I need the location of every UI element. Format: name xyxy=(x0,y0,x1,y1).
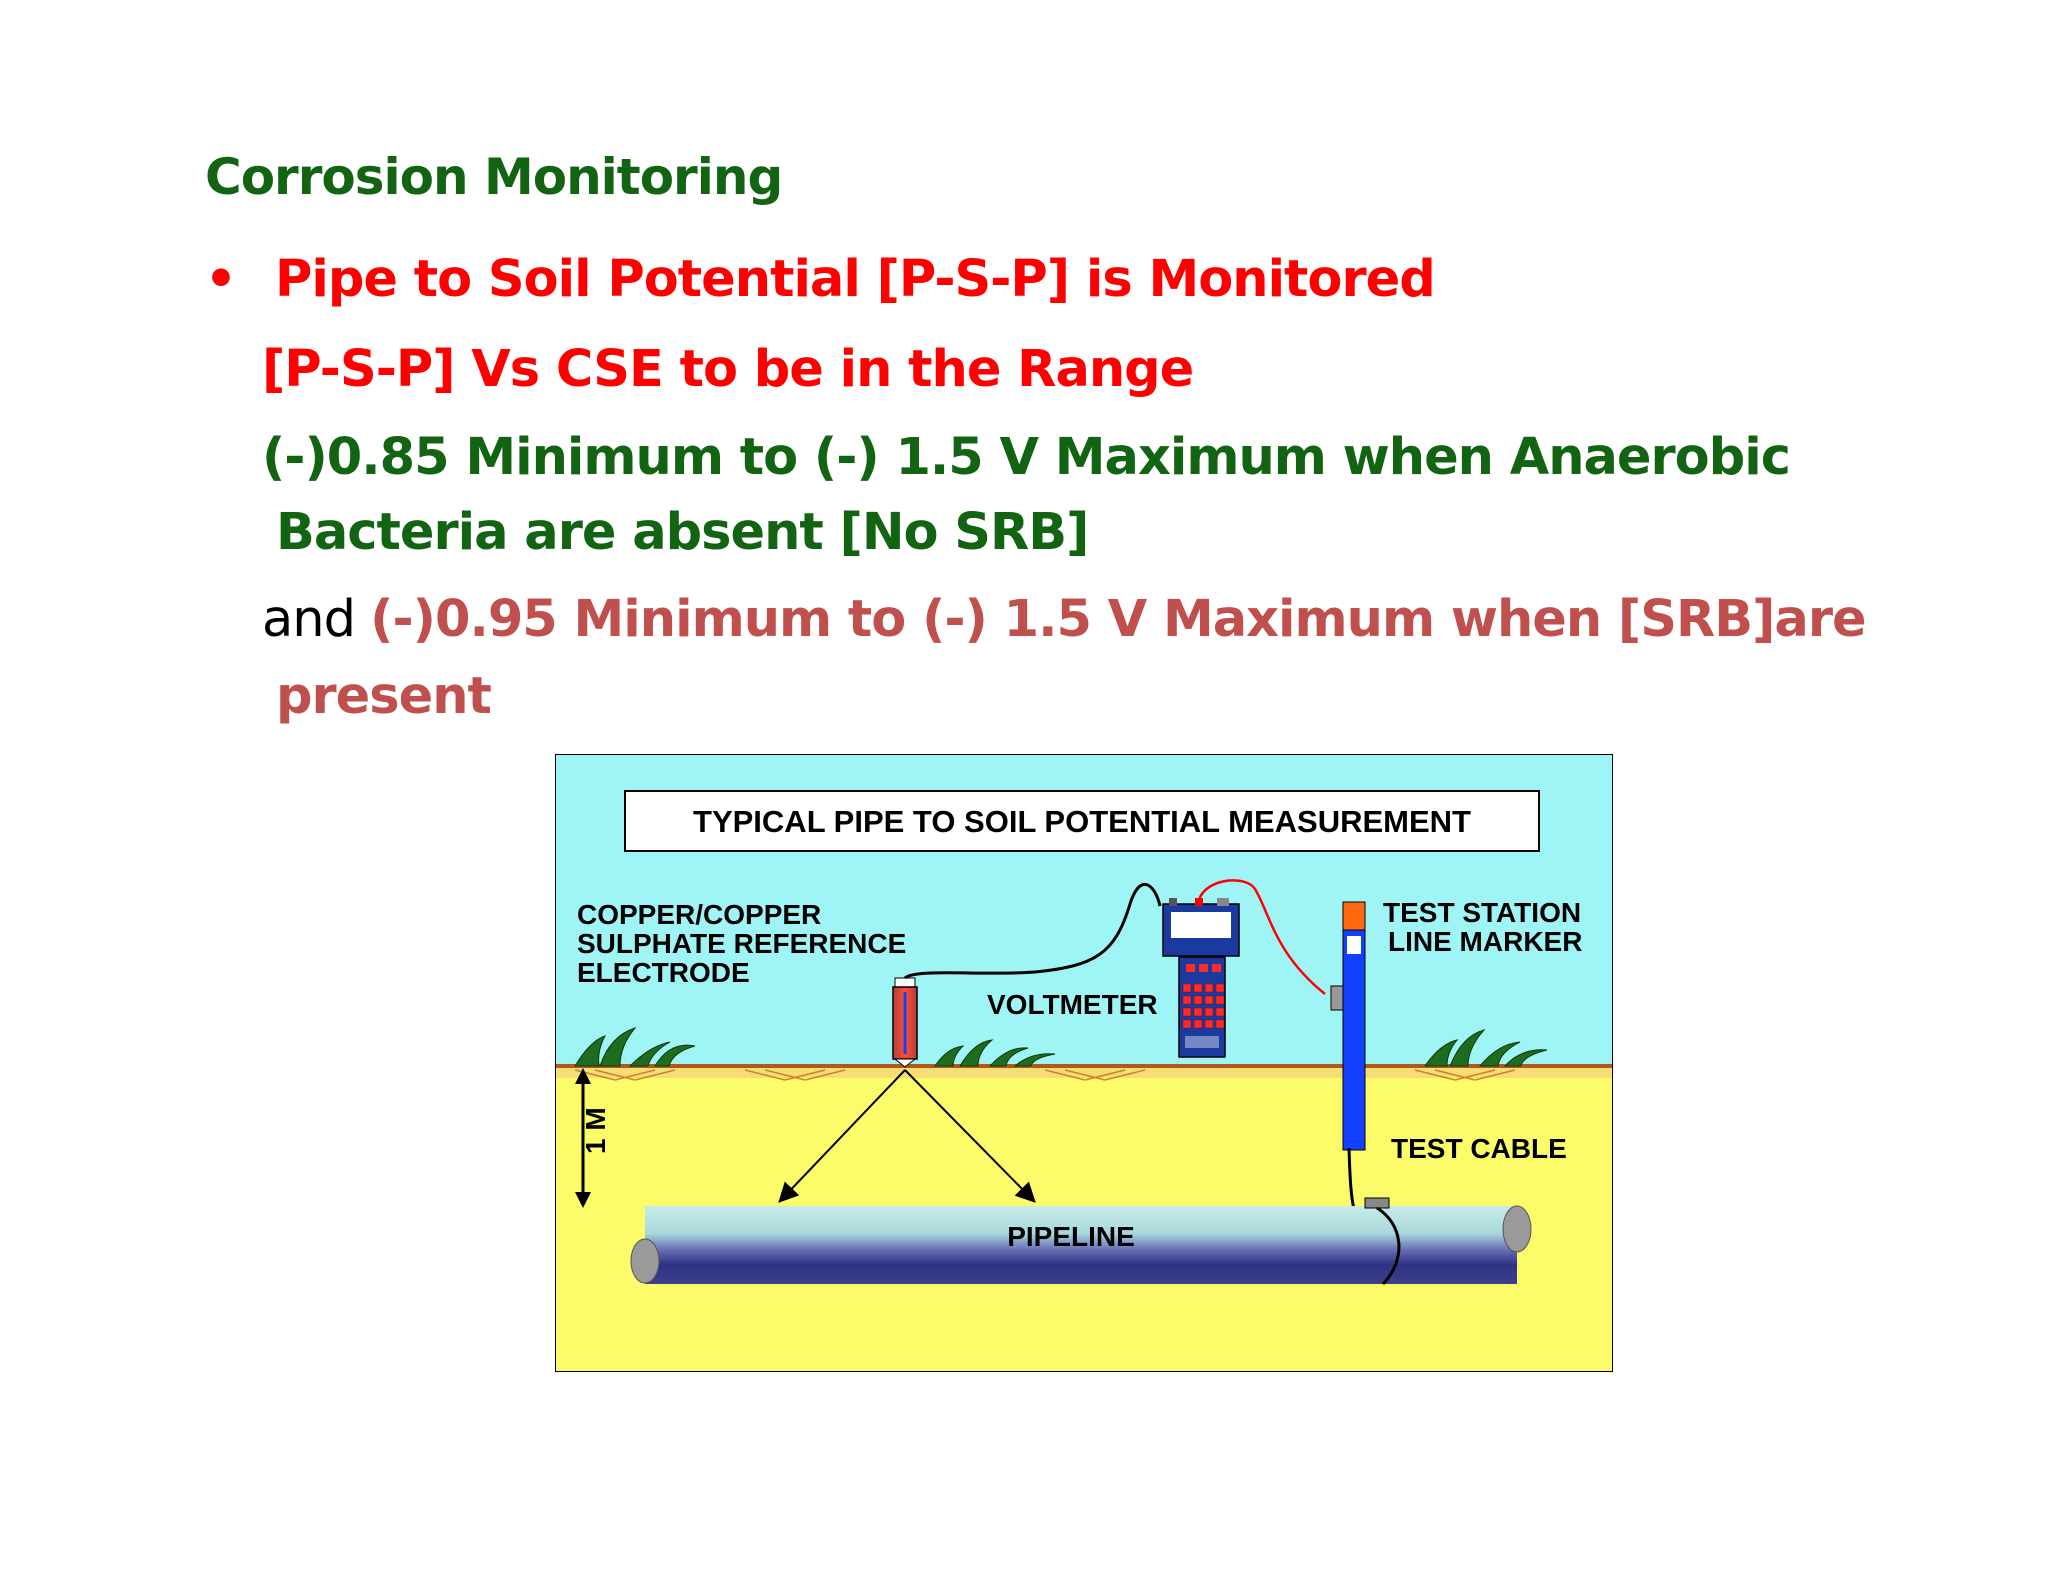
marker-label-line1: TEST STATION xyxy=(1383,897,1581,928)
psp-measurement-diagram: TYPICAL PIPE TO SOIL POTENTIAL MEASUREME… xyxy=(555,754,1613,1372)
test-cable-label: TEST CABLE xyxy=(1391,1133,1567,1164)
arrow-right xyxy=(904,1069,1036,1203)
electrode-label-line3: ELECTRODE xyxy=(577,957,750,988)
marker-label-line2: LINE MARKER xyxy=(1388,926,1582,957)
srb-range-text-main: (-)0.95 Minimum to (-) 1.5 V Maximum whe… xyxy=(370,590,1866,649)
svg-text:TEST STATION LINE MARKER: TEST STATION LINE MARKER xyxy=(1383,897,1589,957)
voltmeter-device xyxy=(1162,898,1240,1058)
grass-left xyxy=(574,1026,696,1067)
bullet-text: Pipe to Soil Potential [P-S-P] is Monito… xyxy=(275,250,1436,309)
bullet-dot: • xyxy=(205,250,237,308)
grass-middle xyxy=(934,1039,1056,1067)
pipeline xyxy=(630,1197,1532,1286)
srb-range-text-cont: present xyxy=(276,667,492,726)
arrow-left xyxy=(778,1069,906,1203)
no-srb-range-text: (-)0.85 Minimum to (-) 1.5 V Maximum whe… xyxy=(262,428,1791,487)
reference-electrode xyxy=(892,977,918,1068)
pipeline-label: PIPELINE xyxy=(1007,1221,1135,1252)
depth-label: 1 M xyxy=(580,1107,611,1154)
no-srb-range-text-cont: Bacteria are absent [No SRB] xyxy=(276,503,1089,562)
grass-right xyxy=(1424,1029,1548,1067)
range-intro-text: [P-S-P] Vs CSE to be in the Range xyxy=(262,340,1194,399)
figure-title-box xyxy=(624,790,1540,852)
electrode-label-line2: SULPHATE REFERENCE xyxy=(577,928,906,959)
voltmeter-lead-red xyxy=(1197,879,1326,995)
figure-title: TYPICAL PIPE TO SOIL POTENTIAL MEASUREME… xyxy=(693,804,1471,839)
svg-text:COPPER/COPPER SULPHATE REF: COPPER/COPPER SULPHATE REFERENCE ELECTRO… xyxy=(577,899,914,988)
voltmeter-lead-black xyxy=(903,882,1162,980)
and-word: and xyxy=(262,590,371,649)
electrode-label-line1: COPPER/COPPER xyxy=(577,899,821,930)
srb-range-text: and (-)0.95 Minimum to (-) 1.5 V Maximum… xyxy=(262,590,1867,649)
test-station-marker xyxy=(1330,901,1366,1151)
depth-indicator xyxy=(575,1068,591,1208)
slide-title: Corrosion Monitoring xyxy=(205,148,783,206)
voltmeter-label: VOLTMETER xyxy=(987,989,1158,1020)
